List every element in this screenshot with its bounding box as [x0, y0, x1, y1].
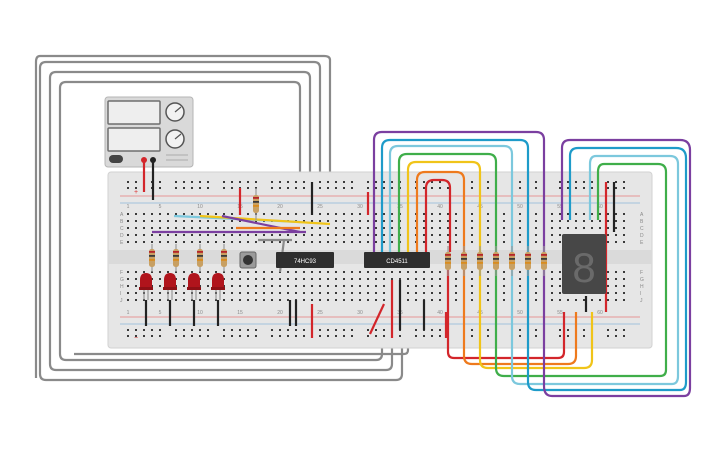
resistor[interactable]	[493, 246, 499, 276]
led-1[interactable]	[139, 273, 153, 300]
column-number: 25	[317, 204, 323, 210]
row-letter: F	[640, 270, 643, 276]
row-letter: I	[640, 291, 641, 297]
resistor[interactable]	[253, 188, 259, 220]
row-letter: G	[640, 277, 644, 283]
column-number: 5	[159, 310, 162, 316]
ic-counter-label: 74HC93	[294, 259, 317, 265]
column-number: 55	[557, 310, 563, 316]
rail-minus-label: −	[134, 335, 138, 342]
led-3[interactable]	[187, 273, 201, 300]
current-display	[107, 127, 161, 152]
row-letter: I	[120, 291, 121, 297]
column-number: 20	[277, 310, 283, 316]
row-letter: F	[120, 270, 123, 276]
column-number: 5	[159, 204, 162, 210]
row-letter: H	[120, 284, 124, 290]
row-letter: H	[640, 284, 644, 290]
column-number: 50	[517, 310, 523, 316]
voltage-display	[107, 100, 161, 125]
row-letter: G	[120, 277, 124, 283]
column-number: 1	[127, 310, 130, 316]
row-letter: B	[120, 219, 124, 225]
column-number: 15	[237, 310, 243, 316]
row-letter: E	[640, 240, 644, 246]
resistor[interactable]	[477, 246, 483, 276]
row-letter: B	[640, 219, 644, 225]
row-letter: J	[640, 298, 643, 304]
resistor[interactable]	[221, 244, 227, 272]
row-letter: C	[640, 226, 644, 232]
row-letter: J	[120, 298, 123, 304]
column-number: 10	[197, 310, 203, 316]
pushbutton[interactable]	[239, 251, 257, 269]
rail-plus-label: +	[134, 189, 138, 196]
resistor[interactable]	[445, 246, 451, 276]
column-number: 50	[517, 204, 523, 210]
column-number: 1	[127, 204, 130, 210]
resistor[interactable]	[525, 246, 531, 276]
resistor[interactable]	[149, 244, 155, 272]
resistor[interactable]	[197, 244, 203, 272]
column-number: 35	[397, 204, 403, 210]
dc-power-supply[interactable]	[104, 96, 194, 168]
row-letter: D	[640, 233, 644, 239]
power-switch[interactable]	[109, 155, 123, 163]
column-number: 10	[197, 204, 203, 210]
row-letter: A	[120, 212, 124, 218]
ic-decoder[interactable]: CD4511	[364, 252, 430, 268]
column-number: 20	[277, 204, 283, 210]
column-number: 60	[597, 204, 603, 210]
column-number: 55	[557, 204, 563, 210]
column-number: 30	[357, 204, 363, 210]
row-letter: A	[640, 212, 644, 218]
resistor[interactable]	[461, 246, 467, 276]
column-number: 30	[357, 310, 363, 316]
led-2[interactable]	[163, 273, 177, 300]
resistor[interactable]	[509, 246, 515, 276]
resistor[interactable]	[541, 246, 547, 276]
rainbow-wire-bundle[interactable]	[372, 130, 692, 398]
ic-decoder-label: CD4511	[386, 259, 408, 265]
ic-counter[interactable]: 74HC93	[276, 252, 334, 268]
led-4[interactable]	[211, 273, 225, 300]
column-number: 40	[437, 310, 443, 316]
column-number: 60	[597, 310, 603, 316]
seven-segment-digit: 8	[572, 244, 595, 291]
column-number: 40	[437, 204, 443, 210]
gray-wire-bundle[interactable]	[34, 54, 410, 382]
row-letter: C	[120, 226, 124, 232]
row-letter: E	[120, 240, 124, 246]
resistor[interactable]	[173, 244, 179, 272]
row-letter: D	[120, 233, 124, 239]
column-number: 25	[317, 310, 323, 316]
seven-segment-display[interactable]: 8	[562, 234, 606, 294]
